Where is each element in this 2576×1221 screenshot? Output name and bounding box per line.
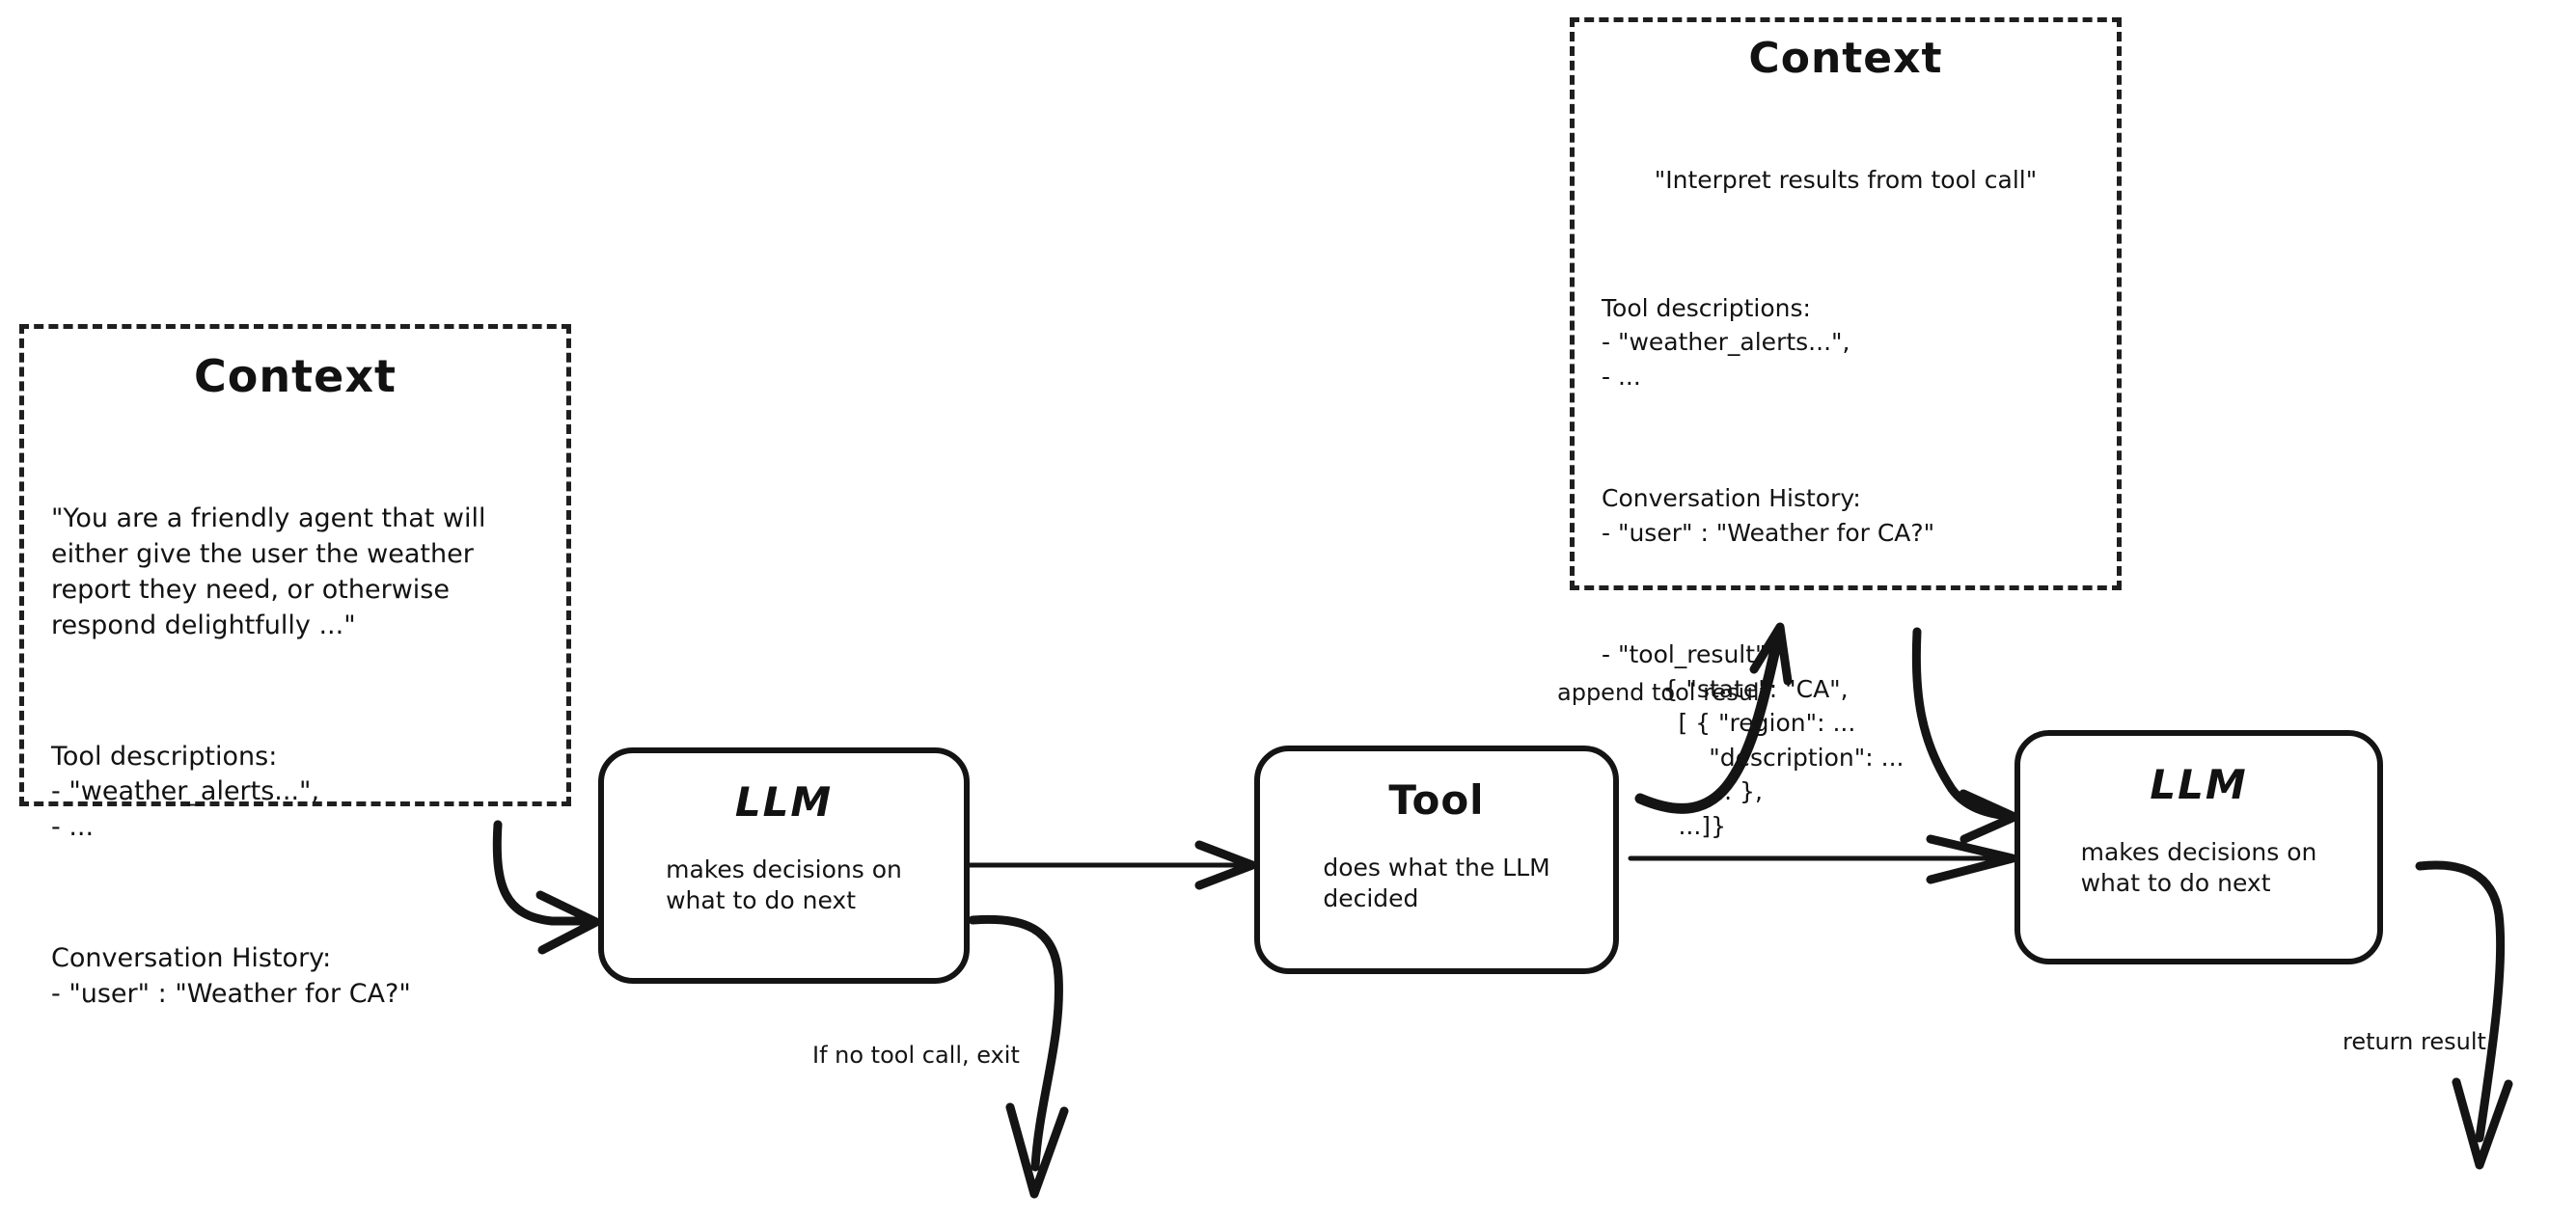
context-left-system-prompt: "You are a friendly agent that will eith… — [51, 503, 486, 640]
context-left-conversation-history: Conversation History: - "user" : "Weathe… — [51, 943, 411, 1010]
edge-llm-to-tool — [967, 840, 1257, 890]
node-llm-second-subtitle: makes decisions on what to do next — [2080, 838, 2317, 897]
context-left-tool-descriptions: Tool descriptions: - "weather_alerts..."… — [51, 741, 320, 843]
context-right-tool-descriptions: Tool descriptions: - "weather_alerts..."… — [1602, 293, 1850, 391]
context-right-instruction: "Interpret results from tool call" — [1654, 166, 2038, 194]
node-tool[interactable]: Tool does what the LLM decided — [1254, 746, 1619, 974]
context-box-after-tool: Context "Interpret results from tool cal… — [1570, 17, 2122, 840]
node-llm-second[interactable]: LLM makes decisions on what to do next — [2014, 730, 2383, 964]
node-llm-first[interactable]: LLM makes decisions on what to do next — [598, 747, 970, 984]
edge-label-append-tool-result: append tool result — [1557, 679, 1768, 706]
context-right-title: Context — [1748, 34, 1943, 83]
context-left-body: "You are a friendly agent that will eith… — [24, 431, 566, 1083]
node-llm-second-title: LLM — [2150, 761, 2248, 808]
node-llm-first-subtitle: makes decisions on what to do next — [666, 855, 902, 914]
context-right-tool-result: - "tool_result": { "state": "CA", [ { "r… — [1602, 640, 1905, 840]
edge-label-return-result: return result — [2343, 1028, 2486, 1055]
context-box-initial: Context "You are a friendly agent that w… — [19, 324, 571, 1009]
context-right-body: "Interpret results from tool call" Tool … — [1575, 95, 2117, 931]
node-llm-first-title: LLM — [734, 778, 834, 826]
node-tool-subtitle: does what the LLM decided — [1323, 854, 1550, 912]
edge-label-exit: If no tool call, exit — [812, 1042, 1020, 1069]
node-tool-title: Tool — [1388, 776, 1485, 824]
context-left-title: Context — [194, 350, 397, 402]
context-right-conversation-history: Conversation History: - "user" : "Weathe… — [1602, 484, 1935, 547]
edge-return-result — [2415, 860, 2513, 1170]
